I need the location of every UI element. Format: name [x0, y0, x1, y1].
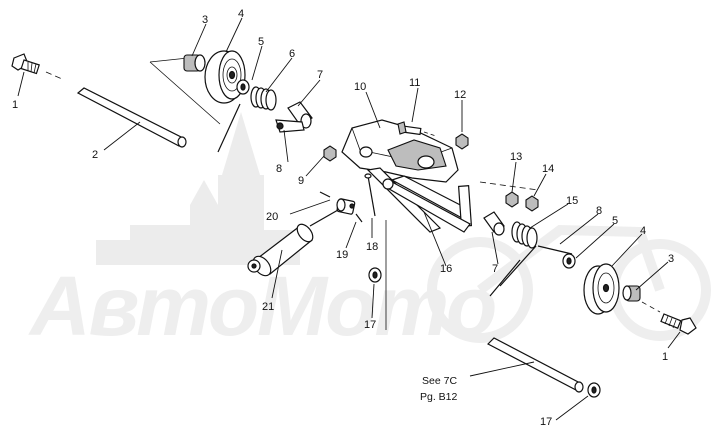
washer-part-5-right — [562, 253, 576, 269]
callout-10: 10 — [354, 81, 366, 93]
spring-part-15 — [511, 221, 573, 255]
callout-17-center: 17 — [364, 319, 376, 331]
spring-part-6 — [217, 86, 277, 153]
bolt-part-1-right — [641, 301, 697, 335]
nut-part-9 — [323, 145, 337, 162]
shaft-part-see-7c — [486, 337, 584, 393]
callout-20: 20 — [266, 211, 278, 223]
watermark-castle-icon — [96, 112, 300, 265]
nut-part-13 — [505, 191, 519, 208]
washer-part-17-bottom — [587, 382, 601, 398]
callout-5-left: 5 — [258, 36, 264, 48]
callout-3-right: 3 — [668, 253, 674, 265]
see-reference-line1: See 7C — [422, 375, 457, 387]
bolt-part-1-left — [11, 53, 63, 80]
clip-part-8-left — [275, 119, 305, 133]
callout-12: 12 — [454, 89, 466, 101]
callout-9: 9 — [298, 175, 304, 187]
callout-11: 11 — [409, 77, 420, 89]
callout-1-left: 1 — [12, 99, 18, 111]
washer-part-17-center — [368, 267, 382, 283]
callout-2: 2 — [92, 149, 98, 161]
callout-18: 18 — [366, 241, 378, 253]
shaft-part-16 — [382, 178, 471, 233]
pin-part-18 — [364, 173, 376, 217]
washer-part-5-left — [236, 79, 250, 95]
callout-19: 19 — [336, 249, 348, 261]
callout-3-left: 3 — [202, 14, 208, 26]
clevis-part-20 — [319, 191, 356, 215]
clip-part-8-right — [489, 245, 537, 297]
nut-part-12 — [455, 133, 469, 150]
nut-part-14 — [525, 195, 539, 212]
callout-21: 21 — [262, 301, 274, 313]
see-reference-line2: Pg. B12 — [420, 391, 458, 403]
callout-4-left: 4 — [238, 8, 244, 20]
callouts: 1 2 3 4 5 6 7 8 9 10 11 12 13 14 15 8 5 … — [12, 8, 674, 428]
callout-7-left: 7 — [317, 69, 323, 81]
bushing-part-3-left — [183, 54, 206, 72]
callout-5-right: 5 — [612, 215, 618, 227]
callout-16: 16 — [440, 263, 452, 275]
callout-15: 15 — [566, 195, 578, 207]
pin-part-19 — [355, 213, 363, 223]
spacer-part-7-right — [483, 211, 505, 236]
leader-lines — [17, 17, 681, 421]
callout-13: 13 — [510, 151, 522, 163]
callout-8-left: 8 — [276, 163, 282, 175]
shaft-part-2 — [76, 57, 221, 148]
idler-wheel-part-4-right — [583, 263, 620, 315]
spacer-part-7-left — [287, 101, 313, 129]
callout-1-right: 1 — [662, 351, 668, 363]
callout-4-right: 4 — [640, 225, 646, 237]
shock-absorber-part-21 — [247, 209, 339, 277]
callout-8-right: 8 — [596, 205, 602, 217]
callout-14: 14 — [542, 163, 554, 175]
bolt-part-11 — [397, 121, 437, 137]
callout-7-right: 7 — [492, 263, 498, 275]
idler-wheel-part-4-left — [204, 50, 246, 104]
callout-17-bottom: 17 — [540, 416, 552, 428]
parts — [11, 50, 697, 398]
callout-6: 6 — [289, 48, 295, 60]
